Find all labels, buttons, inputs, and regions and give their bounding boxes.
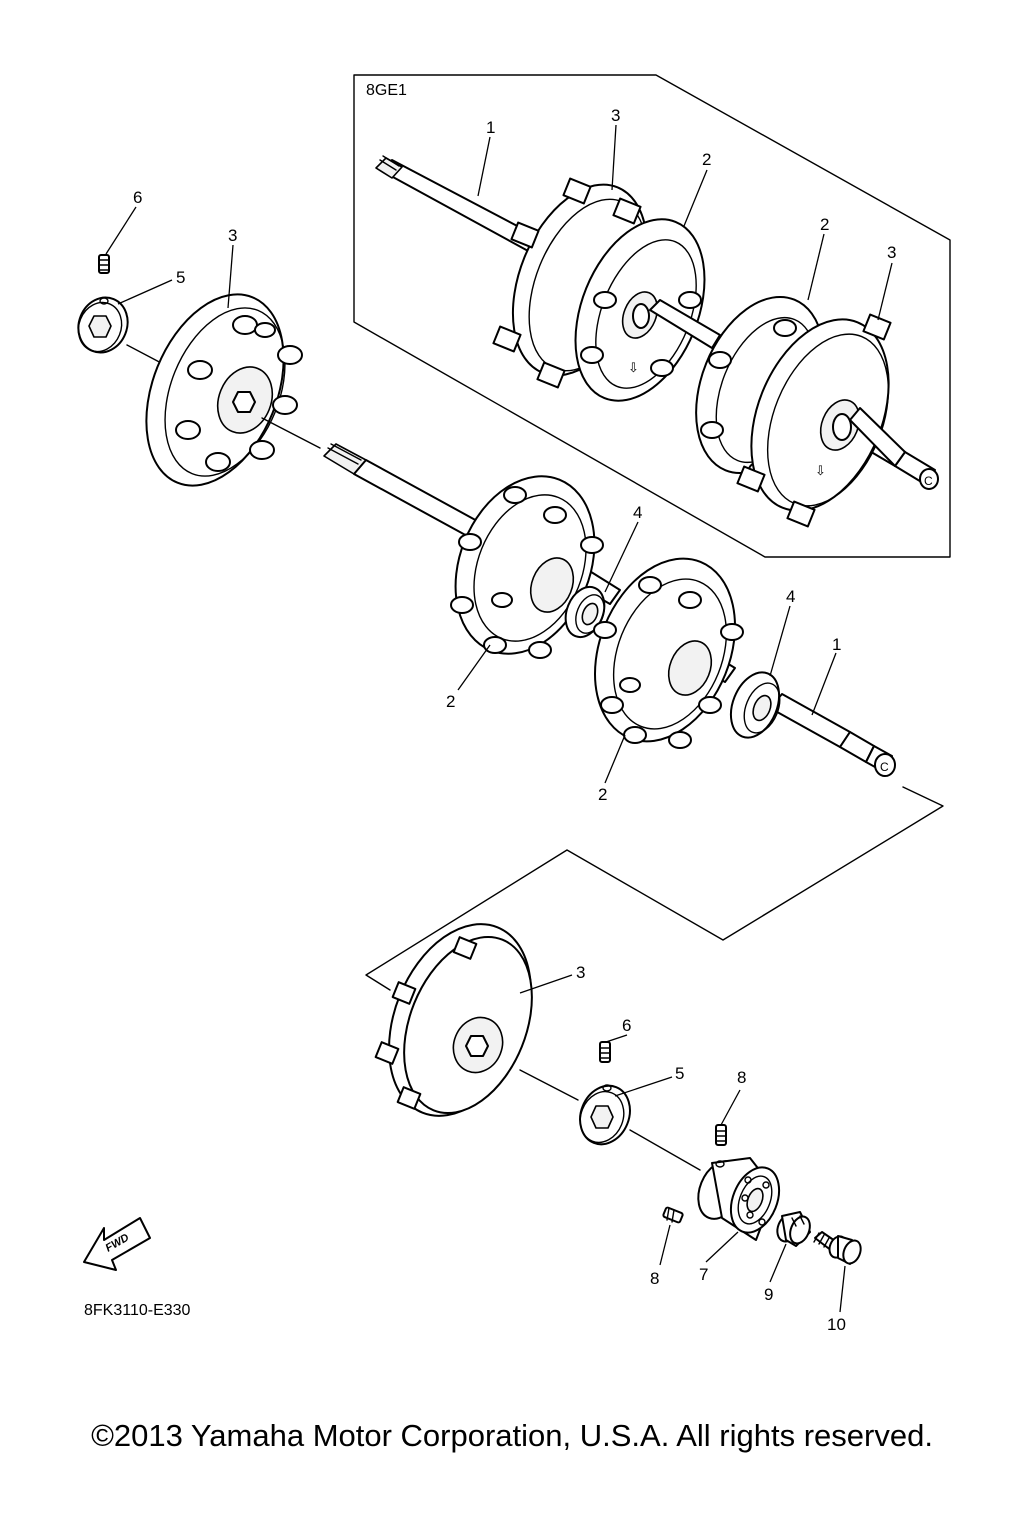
callout-bearing-right: 4 [786, 587, 795, 606]
callout-set-screw-bearing-top: 8 [737, 1068, 746, 1087]
sprocket-a [450, 475, 604, 659]
set-screw-bearing-side [662, 1206, 684, 1224]
callout-set-screw-top: 6 [133, 188, 142, 207]
cap [776, 1211, 811, 1247]
set-screw-bearing-top [715, 1124, 727, 1146]
callout-collar-bottom: 5 [675, 1064, 684, 1083]
callout-v-sprocket-inner-b: 2 [820, 215, 829, 234]
variant-callouts: 1 3 2 2 3 [477, 106, 896, 321]
sprocket-end-top [145, 293, 303, 487]
callout-v-shaft: 1 [486, 118, 495, 137]
copyright-notice: ©2013 Yamaha Motor Corporation, U.S.A. A… [91, 1418, 933, 1453]
callout-sprocket-end-top: 3 [228, 226, 237, 245]
bolt [813, 1231, 862, 1265]
set-screw-top [98, 254, 110, 274]
callout-sprocket-a: 2 [446, 692, 455, 711]
callout-set-screw-bearing-side: 8 [650, 1269, 659, 1288]
callout-bearing-center: 4 [633, 503, 642, 522]
bearing-center [564, 585, 606, 639]
callout-cap: 9 [764, 1285, 773, 1304]
bearing-housing [697, 1157, 781, 1241]
upper-callouts: 6 5 3 4 2 4 1 2 [105, 188, 841, 804]
callout-v-sprocket-inner-a: 2 [702, 150, 711, 169]
svg-text:⇩: ⇩ [628, 360, 639, 375]
diagram-code: 8FK3110-E330 [84, 1302, 191, 1319]
variant-sprocket-inner-a: ⇩ [574, 218, 706, 402]
collar-bottom [579, 1084, 631, 1146]
callout-bolt: 10 [827, 1315, 846, 1334]
collar-top [77, 296, 129, 354]
lower-callouts: 3 6 5 8 8 7 9 10 [519, 963, 846, 1334]
callout-main-shaft: 1 [832, 635, 841, 654]
bearing-right [729, 671, 781, 739]
fwd-arrow-icon: FWD [83, 1217, 151, 1271]
callout-bearing-housing: 7 [699, 1265, 708, 1284]
sprocket-b [593, 557, 744, 749]
svg-text:C: C [924, 474, 933, 488]
svg-text:⇩: ⇩ [815, 463, 826, 478]
callout-set-screw-bottom: 6 [622, 1016, 631, 1035]
callout-v-sprocket-left: 3 [611, 106, 620, 125]
sprocket-end-bottom [374, 923, 533, 1117]
callout-sprocket-end-bottom: 3 [576, 963, 585, 982]
variant-label: 8GE1 [366, 82, 407, 99]
set-screw-bottom [599, 1041, 611, 1063]
variant-box: 8GE1 C [353, 74, 951, 558]
callout-collar-top: 5 [176, 268, 185, 287]
callout-v-sprocket-right: 3 [887, 243, 896, 262]
callout-sprocket-b: 2 [598, 785, 607, 804]
assembly-outline [365, 786, 944, 991]
svg-text:C: C [880, 760, 889, 774]
